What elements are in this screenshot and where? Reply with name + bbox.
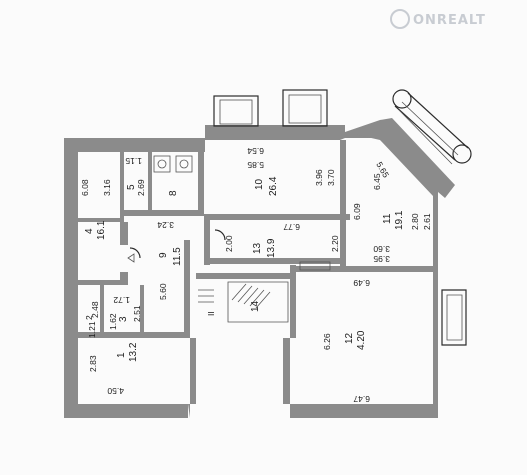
room-3-dim-0: 1.62 bbox=[108, 313, 118, 330]
room-14-dim-0: II bbox=[206, 311, 216, 316]
outer-walls bbox=[64, 118, 455, 418]
room-12-area: 4.20 bbox=[356, 330, 367, 350]
watermark: ONREALT bbox=[390, 9, 486, 29]
room-12-dim-0: 6.26 bbox=[322, 333, 332, 350]
room-10-dim-2: 3.96 bbox=[314, 169, 324, 186]
room-4-area: 16.1 bbox=[96, 220, 107, 240]
room-11-dim-0: 6.09 bbox=[352, 203, 362, 220]
room-11-dim-1: 6.45 bbox=[372, 173, 382, 190]
room-4-dim-1: 3.16 bbox=[102, 179, 112, 196]
room-labels: 1 13.2 2.83 4.50 2 2.48 1.21 3 2.51 1.62… bbox=[80, 146, 432, 404]
room-13-dim-2: 2.20 bbox=[330, 235, 340, 252]
room-1-area: 13.2 bbox=[128, 342, 139, 362]
room-10-dim-0: 6.54 bbox=[247, 146, 264, 156]
room-2-area: 1.21 bbox=[87, 321, 97, 338]
room-14-number: 14 bbox=[250, 300, 261, 312]
room-13-dim-0: 2.00 bbox=[224, 235, 234, 252]
room-9-area: 11.5 bbox=[172, 247, 183, 266]
room-11-dim-5: 3.60 bbox=[373, 244, 390, 254]
room-9-dim-0: 5.60 bbox=[158, 283, 168, 300]
room-9-dim-1: 3.24 bbox=[157, 220, 174, 230]
room-13-dim-1: 6.77 bbox=[283, 222, 300, 232]
room-10-area: 26.4 bbox=[268, 176, 279, 196]
room-1-dim-0: 2.83 bbox=[88, 355, 98, 372]
room-11-dim-3: 2.80 bbox=[410, 213, 420, 230]
room-2-dim-0: 2.48 bbox=[90, 301, 100, 318]
room-12-dim-1: 6.49 bbox=[353, 278, 370, 288]
room-5-area: 2.69 bbox=[136, 179, 146, 196]
room-5-number: 5 bbox=[126, 184, 137, 190]
fixtures bbox=[127, 155, 331, 323]
room-11-number: 11 bbox=[382, 213, 393, 224]
room-5-dim-0: 1.15 bbox=[125, 156, 142, 166]
room-12-dim-2: 6.47 bbox=[353, 394, 370, 404]
room-1-number: 1 bbox=[116, 352, 127, 358]
room-11-dim-6: 3.95 bbox=[373, 254, 390, 264]
room-3-number: 3 bbox=[118, 316, 129, 322]
interior-walls bbox=[78, 140, 438, 338]
room-13-area: 13.9 bbox=[266, 238, 277, 258]
room-4-number: 4 bbox=[84, 228, 95, 234]
room-10-dim-3: 3.70 bbox=[326, 169, 336, 186]
room-10-dim-1: 5.85 bbox=[247, 160, 264, 170]
room-2-number: 2 bbox=[84, 315, 94, 320]
room-9-number: 9 bbox=[158, 252, 169, 258]
watermark-brand: ONREALT bbox=[413, 13, 486, 28]
room-8-number: 8 bbox=[168, 190, 179, 196]
room-3-dim-1: 1.72 bbox=[113, 295, 130, 305]
room-11-area: 19.1 bbox=[394, 210, 405, 230]
room-3-area: 2.51 bbox=[132, 305, 142, 322]
room-1-dim-1: 4.50 bbox=[107, 386, 124, 396]
room-4-dim-0: 6.08 bbox=[80, 179, 90, 196]
bay-windows bbox=[213, 89, 472, 346]
room-10-number: 10 bbox=[254, 178, 265, 190]
room-12-number: 12 bbox=[344, 332, 355, 344]
room-11-dim-4: 2.61 bbox=[422, 213, 432, 230]
room-13-number: 13 bbox=[252, 242, 263, 254]
